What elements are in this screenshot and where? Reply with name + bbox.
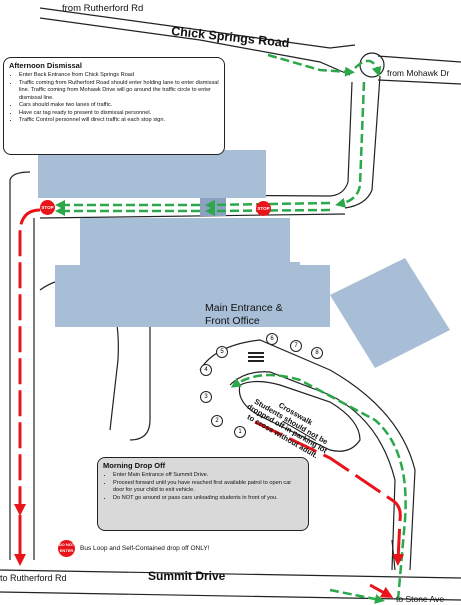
dismissal-summit	[329, 588, 385, 604]
dropoff-summit	[369, 583, 394, 598]
summit-north-edge	[0, 569, 461, 579]
dropoff-spot-4: 4	[200, 364, 212, 376]
afternoon-item: Have car tag ready to present to dismiss…	[19, 110, 219, 118]
dropoff-loop	[254, 420, 405, 566]
east-drive-outer	[344, 75, 381, 209]
dismissal-chick-springs	[267, 53, 355, 77]
dropoff-spot-7: 7	[290, 340, 302, 352]
afternoon-item: Traffic coming from Rutherford Road shou…	[19, 80, 219, 103]
morning-item: Do NOT go around or pass cars unloading …	[113, 495, 303, 503]
afternoon-dismissal-list: Enter Back Entrance from Chick Springs R…	[9, 72, 219, 125]
traffic-circle	[359, 52, 385, 78]
dropoff-spot-5: 5	[216, 346, 228, 358]
east-drive-inner	[329, 81, 353, 197]
morning-item: Enter Main Entrance off Summit Drive.	[113, 472, 303, 480]
mohawk-road-edge-lower	[377, 79, 461, 85]
do-not-enter-line-1: DO NOT	[58, 542, 75, 547]
building-center	[80, 218, 290, 268]
west-drive-top	[9, 171, 31, 181]
to-rutherford-label: to Rutherford Rd	[0, 573, 67, 583]
do-not-enter-sign: DO NOT ENTER	[58, 540, 75, 557]
summit-drive-label: Summit Drive	[148, 569, 226, 583]
afternoon-item: Enter Back Entrance from Chick Springs R…	[19, 72, 219, 80]
dismissal-east-drive	[335, 81, 366, 208]
dismissal-exit	[230, 373, 407, 601]
dropoff-west-drive	[13, 208, 41, 516]
stop-sign-east: STOP	[256, 201, 271, 216]
main-entrance-line-2: Front Office	[205, 315, 260, 328]
bus-loop-note: Bus Loop and Self-Contained drop off ONL…	[80, 545, 210, 552]
morning-item: Proceed forward until you have reached f…	[113, 480, 303, 495]
main-entrance-line-1: Main Entrance &	[205, 302, 283, 314]
afternoon-item: Traffic Control personnel will direct tr…	[19, 117, 219, 125]
dropoff-spot-8: 8	[311, 347, 323, 359]
building-east-wing	[330, 258, 450, 368]
crosswalk-stripes	[248, 352, 264, 362]
main-entrance-label: Main Entrance & Front Office	[205, 302, 283, 328]
afternoon-dismissal-title: Afternoon Dismissal	[9, 61, 82, 70]
loop-island	[238, 380, 361, 452]
morning-dropoff-list: Enter Main Entrance off Summit Drive. Pr…	[103, 472, 303, 502]
from-mohawk-label: from Mohawk Dr	[387, 68, 450, 78]
morning-dropoff-title: Morning Drop Off	[103, 461, 166, 470]
summit-south-edge	[0, 591, 461, 601]
school-building	[38, 150, 450, 368]
building-link	[230, 262, 300, 282]
dismissal-circle	[354, 59, 382, 77]
dropoff-spot-2: 2	[211, 415, 223, 427]
stop-sign-west: STOP	[40, 200, 55, 215]
afternoon-dismissal-box: Afternoon Dismissal Enter Back Entrance …	[3, 57, 225, 155]
back-lane-south	[39, 213, 346, 219]
building-back-wing	[38, 150, 266, 198]
do-not-enter-line-2: ENTER	[59, 548, 74, 553]
morning-dropoff-box: Morning Drop Off Enter Main Entrance off…	[97, 457, 309, 531]
chick-springs-road-north-edge	[39, 7, 356, 49]
building-overpass	[200, 198, 226, 216]
dropoff-spot-1: 1	[234, 426, 246, 438]
from-rutherford-top-label: from Rutherford Rd	[62, 3, 144, 14]
afternoon-item: Cars should make two lanes of traffic.	[19, 102, 219, 110]
dropoff-spot-6: 6	[266, 333, 278, 345]
mohawk-road-edge	[377, 55, 461, 63]
chick-springs-road-south-edge	[39, 17, 351, 76]
to-stone-ave-label: to Stone Ave	[396, 594, 445, 604]
dropoff-spot-3: 3	[200, 391, 212, 403]
dropoff-route	[13, 208, 405, 598]
